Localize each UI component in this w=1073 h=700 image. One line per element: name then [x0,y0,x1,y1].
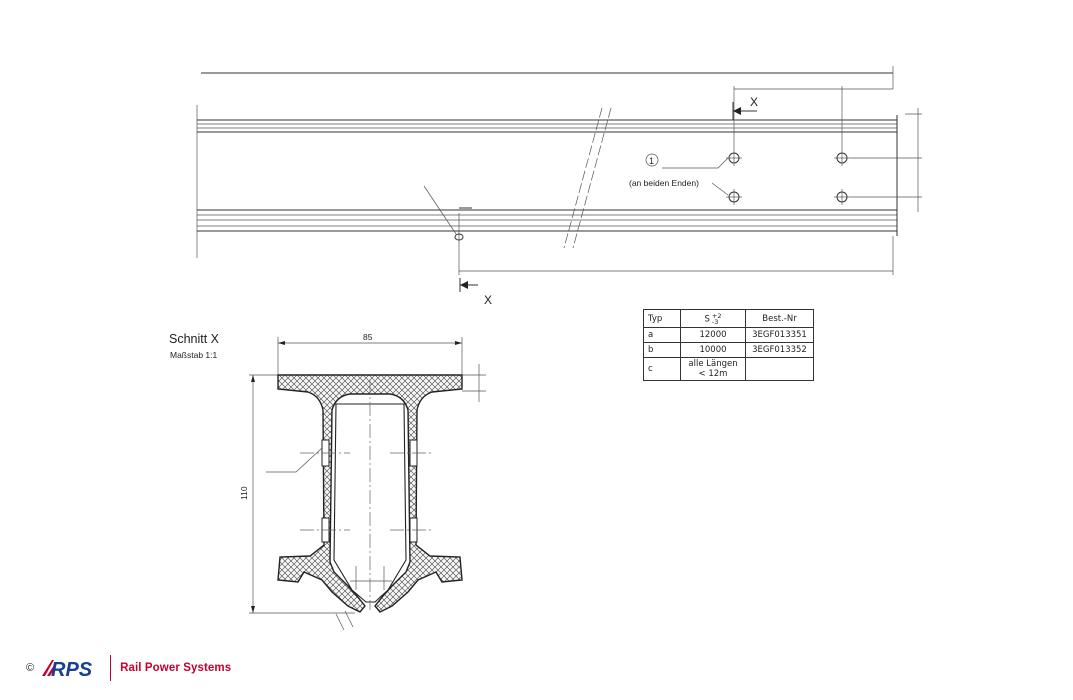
row-c-length: alle Längen< 12m [680,357,746,381]
header-tol-plus: +2 [711,311,722,320]
note-number: 1 [649,156,654,166]
footer-brand: © RPS Rail Power Systems [26,651,231,685]
header-best-nr: Best.-Nr [745,309,814,328]
copyright-symbol: © [26,662,35,674]
table-row: c alle Längen< 12m [643,357,814,381]
company-name: Rail Power Systems [120,662,232,674]
header-tol-minus: -3 [711,317,719,326]
section-x-view: Schnitt X Maßstab 1:1 85 110 [169,332,486,631]
logo-divider [110,655,112,681]
rps-logo-text: RPS [51,659,93,680]
spec-table: Typ S+2-3 Best.-Nr a 12000 3EGF013351 b … [643,309,814,381]
rps-logo: RPS [40,656,102,680]
section-title: Schnitt X [169,332,220,346]
header-s: S [704,314,710,324]
width-dimension: 85 [363,332,373,342]
table-row: b 10000 3EGF013352 [643,342,814,358]
row-c-typ: c [643,357,681,381]
row-c-length-line1: alle Längen [688,359,738,369]
section-arrow-label-top: X [750,95,758,109]
row-c-length-line2: < 12m [698,369,728,379]
row-a-typ: a [643,327,681,343]
header-length: S+2-3 [680,309,746,328]
note-text: (an beiden Enden) [629,178,699,188]
row-a-length: 12000 [680,327,746,343]
row-a-best-nr: 3EGF013351 [745,327,814,343]
row-b-length: 10000 [680,342,746,358]
section-scale: Maßstab 1:1 [170,350,218,360]
rps-logo-icon: RPS [42,659,93,680]
height-dimension: 110 [239,486,249,500]
profile-side-view: X X 1 (an beiden Enden) [196,66,922,307]
section-arrow-label-bottom: X [484,293,492,307]
table-header-row: Typ S+2-3 Best.-Nr [643,309,814,328]
row-c-best-nr [745,357,814,381]
row-b-typ: b [643,342,681,358]
header-typ: Typ [643,309,681,328]
row-b-best-nr: 3EGF013352 [745,342,814,358]
table-row: a 12000 3EGF013351 [643,327,814,343]
